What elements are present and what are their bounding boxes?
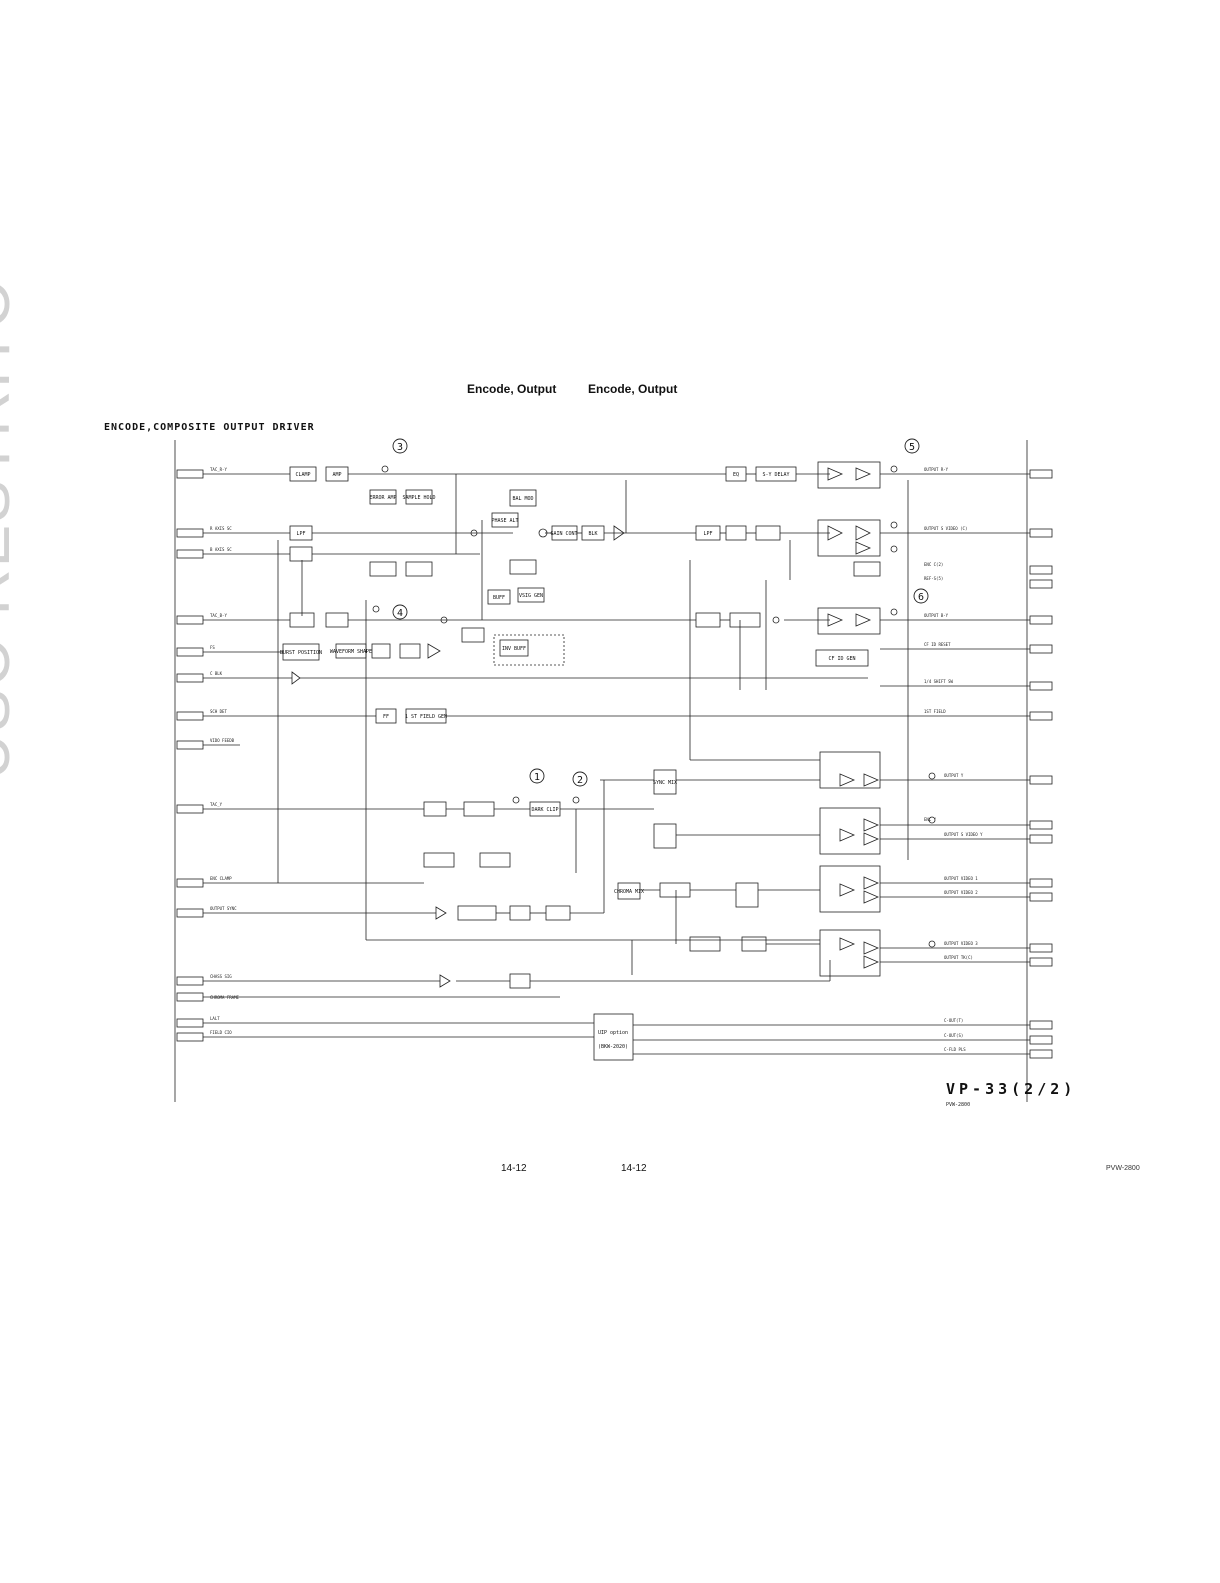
header-right: Encode, Output [588,382,678,396]
output-signal-label: OUTPUT VIDEO 3 [944,941,978,946]
input-signal-label: FIELD CIO [210,1030,232,1035]
input-signal-label: B AXIS SC [210,547,232,552]
output-signal-label: OUTPUT TK(C) [944,955,973,960]
clamp-block-label: CLAMP [295,472,310,478]
input-signal-label: OUTPUT SYNC [210,906,237,911]
input-signal-label: ENC CLAMP [210,876,232,881]
input-signal-label: TAC_Y [210,802,223,807]
blk-block-label: BLK [588,531,597,537]
output-signal-label: OUTPUT S VIDEO Y [944,832,983,837]
output-signal-label: C-OUT(T) [944,1018,963,1023]
output-signal-label: ENC C(2) [924,562,943,567]
input-signal-label: TAC_B-Y [210,613,227,618]
lpf-output-block-label: LPF [703,531,712,537]
output-signal-label: OUTPUT B-Y [924,613,949,618]
eq-block-label: EQ [733,472,739,478]
model-tag: PVW-2800 [1106,1165,1140,1172]
dark-clip-block-label: DARK CLIP [531,807,558,813]
waveform-shape-block-label: WAVEFORM SHAPE [330,649,372,655]
test-point-3-label: 3 [397,442,403,453]
burst-position-block-label: BURST POSITION [280,650,322,656]
page-number-left: 14-12 [501,1163,527,1174]
output-signal-label: C-FLD PLS [944,1047,966,1052]
bal-mod-block-label: BAL MOD [512,496,533,502]
output-signal-label: OUTPUT S VIDEO (C) [924,526,967,531]
test-point-2-label: 2 [577,775,583,786]
input-signal-label: C BLK [210,671,223,676]
input-signal-label: FS [210,645,215,650]
buff-block-label: BUFF [493,595,505,601]
bkw-option-label: (BKW-2020) [598,1044,628,1050]
sync-mix-block-label: SYNC MIX [653,780,677,786]
chroma-mix-block-label: CHROMA MIX [614,889,644,895]
input-signal-label: VIDO FEEDB [210,738,235,743]
gain-cont-block-label: GAIN CONT [550,531,577,537]
test-point-6-label: 6 [918,592,924,603]
output-signal-label: OUTPUT VIDEO 1 [944,876,978,881]
input-signal-label: R AXIS SC [210,526,232,531]
vsig-gen-block-label: VSIG GEN [519,593,543,599]
st-field-gen-block-label: 1 ST FIELD GEN [405,714,447,720]
input-signal-label: SCH DET [210,709,227,714]
sample-hold-block-label: SAMPLE HOLD [402,495,435,501]
output-signal-label: REF-S(5) [924,576,943,581]
board-id: VP-33(2/2) [946,1080,1076,1098]
test-point-5-label: 5 [909,442,915,453]
diagram-title: ENCODE,COMPOSITE OUTPUT DRIVER [104,422,315,433]
amp-block-label: AMP [332,472,341,478]
output-signal-label: CF ID RESET [924,642,951,647]
uip-option-block-label: UIP option [598,1030,628,1036]
lpf-block-label: LPF [296,531,305,537]
input-signal-label: TAC_R-Y [210,467,227,472]
output-signal-label: OUTPUT R-Y [924,467,949,472]
test-point-4-label: 4 [397,608,403,619]
output-signal-label: 1ST FIELD [924,709,946,714]
input-signal-label: LALT [210,1016,220,1021]
inv-buff-block-label: INV BUFF [502,646,526,652]
output-signal-label: ENC Y [924,817,937,822]
error-amp-block-label: ERROR AMP [369,495,396,501]
cf-id-gen-block-label: CF ID GEN [828,656,855,662]
board-model: PVW-2800 [946,1102,970,1108]
output-signal-label: 1/4 SHIFT SW [924,679,953,684]
ff-block-label: FF [383,714,389,720]
header-left: Encode, Output [467,382,557,396]
output-signal-label: OUTPUT Y [944,773,964,778]
phase-alt-block-label: PHASE ALT [491,518,518,524]
test-point-1-label: 1 [534,772,540,783]
sy-delay-block-label: S-Y DELAY [762,472,789,478]
output-signal-label: C-OUT(S) [944,1033,963,1038]
output-signal-label: OUTPUT VIDEO 2 [944,890,978,895]
input-signal-label: CHASS SIG [210,974,232,979]
input-signal-label: CHROMA FRAME [210,995,239,1000]
page-number-right: 14-12 [621,1163,647,1174]
